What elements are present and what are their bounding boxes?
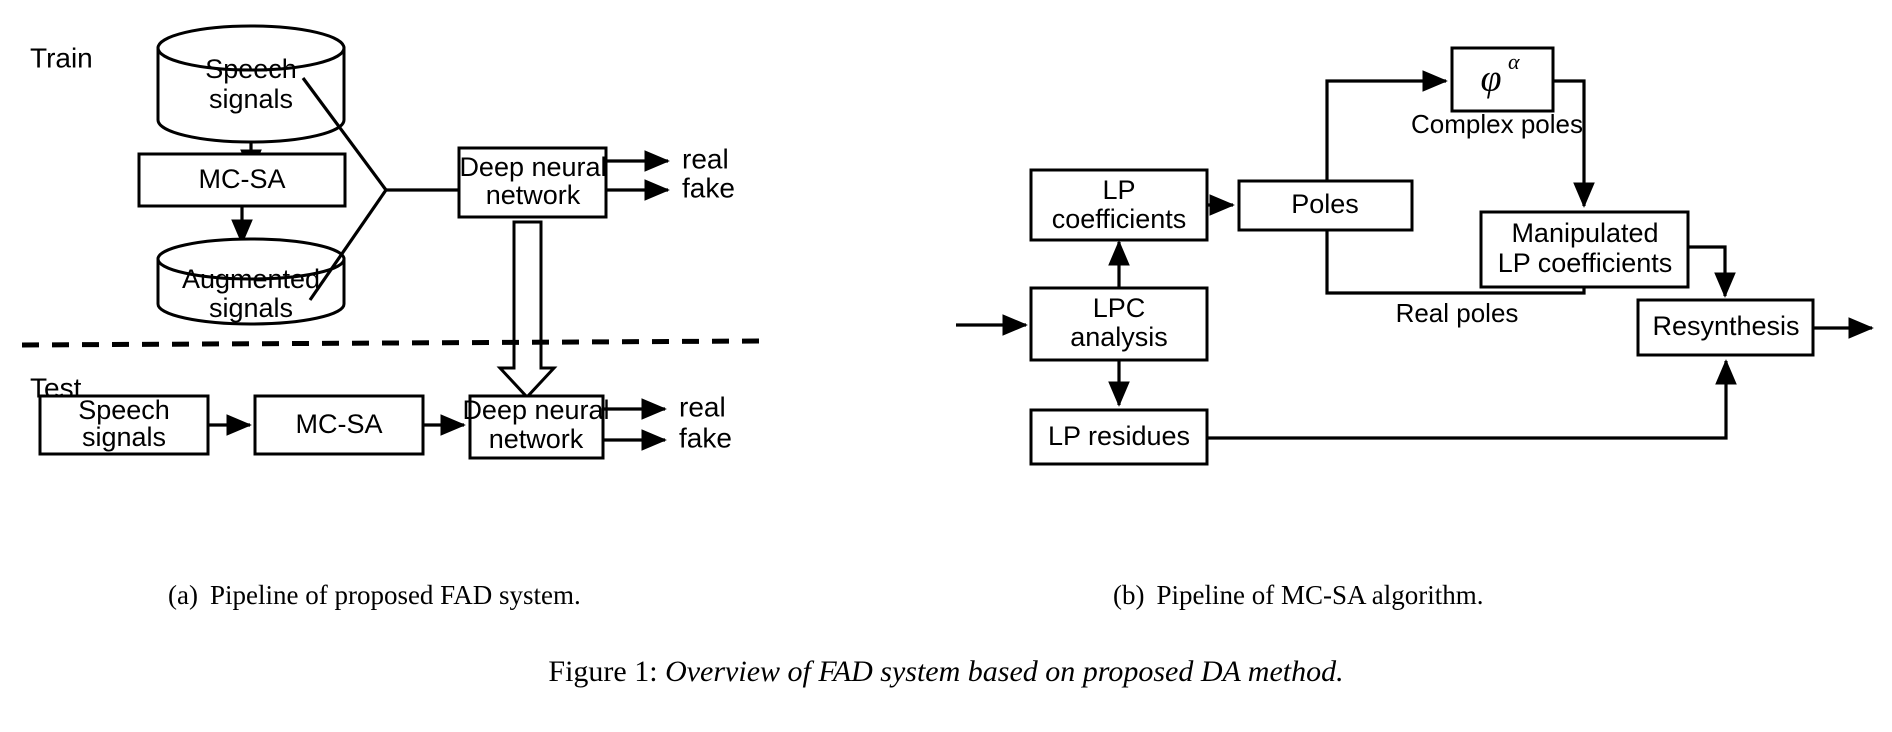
node-train-augmented-line1: Augmented <box>182 264 320 294</box>
node-phi-symbol: φ <box>1480 58 1501 100</box>
node-test-speech-signals: Speech signals <box>38 394 210 456</box>
node-lpc-analysis: LPC analysis <box>1029 286 1209 362</box>
node-lp-coefficients-line2: coefficients <box>1052 204 1187 234</box>
output-test-fake: fake <box>679 422 732 453</box>
node-lp-coefficients: LP coefficients <box>1029 168 1209 242</box>
edge-label-complex-poles: Complex poles <box>1411 109 1583 139</box>
node-resynthesis: Resynthesis <box>1636 298 1815 357</box>
edge-speech-to-merge <box>301 77 388 191</box>
node-test-dnn-line2: network <box>489 424 584 454</box>
node-train-speech-signals-line2: signals <box>209 84 293 114</box>
node-lpc-analysis-line1: LPC <box>1093 293 1146 323</box>
node-test-mcsa: MC-SA <box>253 394 425 456</box>
node-train-mcsa-label: MC-SA <box>199 164 286 194</box>
panel-b: LPC analysis LP coefficients Poles <box>956 46 1874 466</box>
node-lp-coefficients-line1: LP <box>1102 175 1135 205</box>
node-train-speech-signals-line1: Speech <box>205 54 297 84</box>
edge-lp-residues-to-resynthesis <box>1207 359 1737 440</box>
node-train-dnn-line1: Deep neural <box>459 152 606 182</box>
node-train-augmented-line2: signals <box>209 293 293 323</box>
panel-a: Train Speech signals MC-SA Augment <box>21 24 763 460</box>
figure-caption-text: Overview of FAD system based on proposed… <box>665 655 1344 688</box>
node-train-mcsa: MC-SA <box>137 152 347 208</box>
node-test-speech-signals-line1: Speech <box>78 395 170 425</box>
node-resynthesis-label: Resynthesis <box>1652 311 1799 341</box>
subcaption-b-text: Pipeline of MC-SA algorithm. <box>1156 580 1484 610</box>
node-phi-alpha: φ α <box>1450 46 1555 113</box>
edge-augmented-to-merge <box>308 189 388 301</box>
output-train-real: real <box>682 143 729 174</box>
node-lp-residues: LP residues <box>1029 408 1209 466</box>
train-test-divider <box>21 338 763 348</box>
subcaption-b: (b) Pipeline of MC-SA algorithm. <box>1113 580 1483 611</box>
subcaption-a: (a) Pipeline of proposed FAD system. <box>168 580 581 611</box>
node-test-speech-signals-line2: signals <box>82 422 166 452</box>
node-train-augmented-signals: Augmented signals <box>156 237 346 326</box>
node-lp-residues-label: LP residues <box>1048 421 1190 451</box>
node-phi-exponent: α <box>1508 49 1520 74</box>
node-test-mcsa-label: MC-SA <box>296 409 383 439</box>
edge-label-real-poles: Real poles <box>1396 298 1519 328</box>
block-arrow-model-transfer <box>496 220 558 400</box>
node-manipulated-line1: Manipulated <box>1511 218 1658 248</box>
subcaption-b-tag: (b) <box>1113 580 1145 610</box>
node-poles-label: Poles <box>1291 189 1359 219</box>
subcaption-a-text: Pipeline of proposed FAD system. <box>209 580 581 610</box>
node-lpc-analysis-line2: analysis <box>1070 322 1168 352</box>
output-test-real: real <box>679 391 726 422</box>
node-test-dnn: Deep neural network <box>462 394 610 460</box>
node-manipulated-line2: LP coefficients <box>1498 248 1673 278</box>
figure-caption-number: Figure 1: <box>548 655 658 688</box>
subcaption-a-tag: (a) <box>168 580 198 610</box>
edge-manipulated-to-resynthesis <box>1688 245 1736 298</box>
node-poles: Poles <box>1237 179 1414 232</box>
edge-phi-to-manipulated <box>1553 79 1595 208</box>
output-train-fake: fake <box>682 172 735 203</box>
node-test-dnn-line1: Deep neural <box>462 395 609 425</box>
stage-label-train: Train <box>30 42 93 73</box>
node-train-dnn-line2: network <box>486 180 581 210</box>
figure-caption: Figure 1: Overview of FAD system based o… <box>0 655 1892 689</box>
node-train-dnn: Deep neural network <box>457 146 608 219</box>
node-train-speech-signals: Speech signals <box>156 24 346 144</box>
edge-poles-to-phi-complex <box>1325 70 1448 181</box>
node-manipulated-lp-coefficients: Manipulated LP coefficients <box>1479 210 1690 289</box>
